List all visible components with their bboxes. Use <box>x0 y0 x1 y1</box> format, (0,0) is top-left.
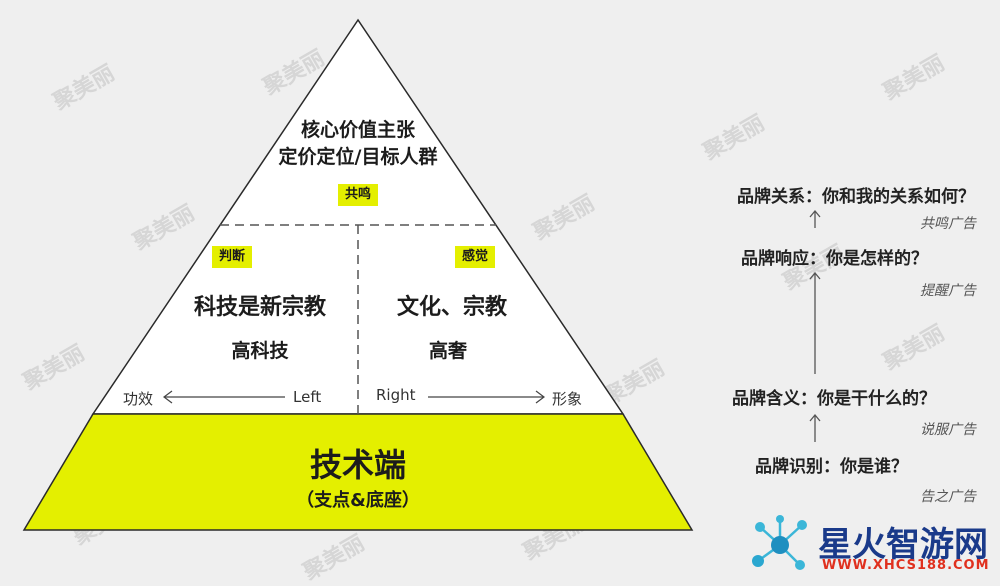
left-title: 科技是新宗教 <box>193 295 327 320</box>
left-axis-inner-label: Left <box>293 388 322 406</box>
ladder-ad-informative: 告之广告 <box>920 489 976 505</box>
molecule-network-icon <box>752 515 807 570</box>
pyramid-upper-body <box>91 18 625 415</box>
ladder-ad-reminder: 提醒广告 <box>920 283 976 299</box>
ladder-question-response: 品牌响应：你是怎样的？ <box>741 249 928 269</box>
right-title: 文化、宗教 <box>396 295 508 320</box>
left-arrow-head-icon <box>163 390 173 404</box>
right-axis-inner-label: Right <box>376 386 416 404</box>
logo-name: 星火智游网 <box>818 525 988 565</box>
logo-url: WWW.XHCS188.COM <box>822 558 990 573</box>
base-subtitle: （支点&底座） <box>296 490 420 511</box>
right-axis-outer-label: 形象 <box>552 390 583 408</box>
pyramid-base-band <box>22 413 694 531</box>
ladder-arrows <box>809 209 821 442</box>
top-line-1: 核心价值主张 <box>300 119 416 141</box>
right-arrow-head-icon <box>535 390 545 404</box>
right-subtitle: 高奢 <box>428 340 468 362</box>
base-title: 技术端 <box>309 446 407 484</box>
left-axis-outer-label: 功效 <box>123 390 154 408</box>
ladder-question-meaning: 品牌含义：你是干什么的？ <box>732 389 936 409</box>
ladder-question-identity: 品牌识别：你是谁？ <box>755 457 908 477</box>
left-tag: 判断 <box>212 246 253 268</box>
ladder-ad-persuasion: 说服广告 <box>920 422 976 438</box>
left-subtitle: 高科技 <box>231 340 289 362</box>
ladder-question-relationship: 品牌关系：你和我的关系如何？ <box>737 187 975 207</box>
right-tag: 感觉 <box>455 246 496 268</box>
top-tag: 共鸣 <box>337 184 379 206</box>
top-line-2: 定价定位/目标人群 <box>278 146 438 168</box>
ladder-ad-resonance: 共鸣广告 <box>920 216 976 232</box>
